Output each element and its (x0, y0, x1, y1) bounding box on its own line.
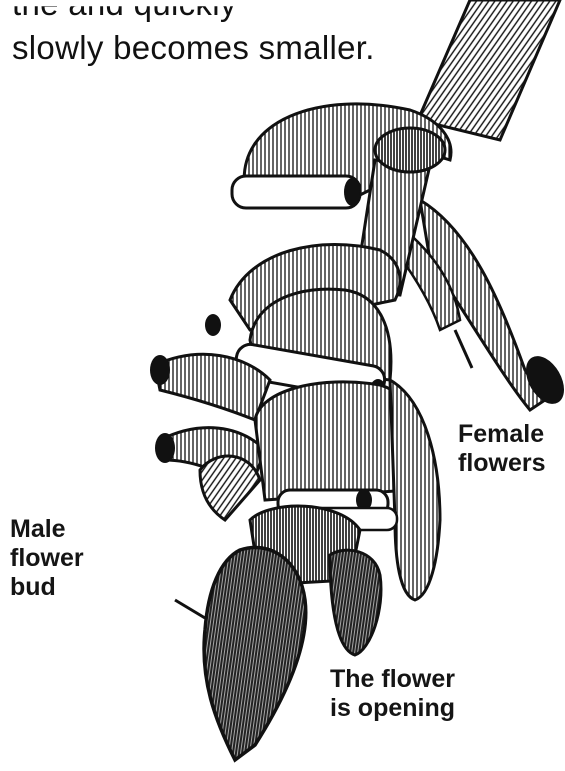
label-female-line-1: Female (458, 420, 546, 449)
label-male-flower-bud: Male flower bud (10, 515, 84, 602)
label-female-flowers: Female flowers (458, 420, 546, 478)
female-flower-cluster (395, 200, 565, 411)
label-opening-line-1: The flower (330, 665, 455, 694)
label-opening-line-2: is opening (330, 694, 455, 723)
label-male-line-2: flower (10, 544, 84, 573)
stalk (418, 0, 560, 140)
label-female-line-2: flowers (458, 449, 546, 478)
label-flower-opening: The flower is opening (330, 665, 455, 723)
label-male-line-3: bud (10, 573, 84, 602)
label-male-line-1: Male (10, 515, 84, 544)
male-flower-bud (175, 547, 306, 760)
